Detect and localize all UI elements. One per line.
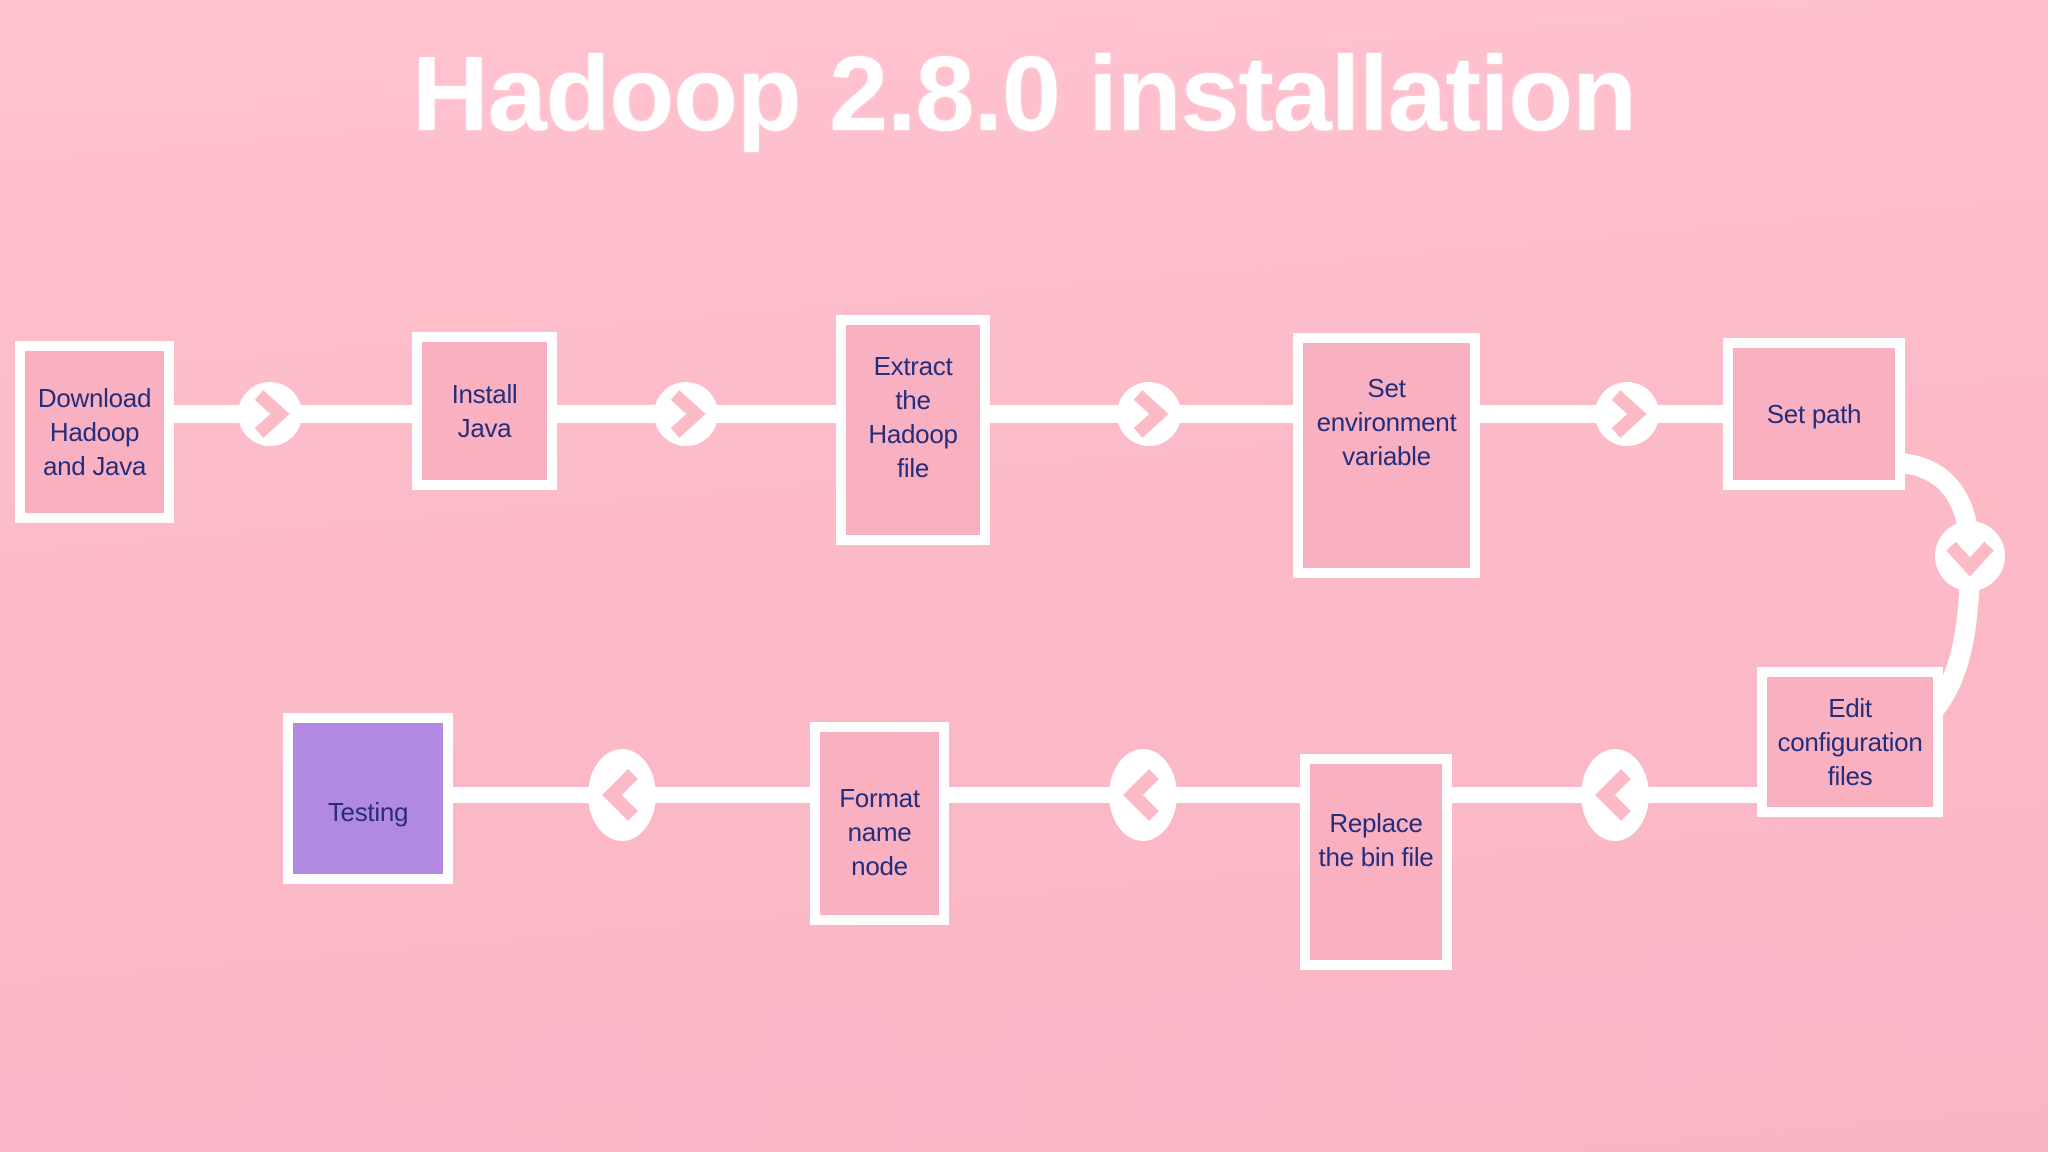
step-label: Testing <box>327 796 409 827</box>
arrow-down-icon <box>1935 521 2005 591</box>
step-box-extract-hadoop-file: Extract the Hadoop file <box>836 315 990 545</box>
arrow-left-icon <box>588 749 656 841</box>
step-box-testing: Testing <box>283 713 453 884</box>
arrow-left-icon <box>1109 749 1177 841</box>
arrow-right-icon <box>1117 382 1181 446</box>
step-box-set-environment-variable: Set environment variable <box>1293 333 1480 578</box>
step-label: Format name node <box>839 782 920 881</box>
step-label: Set path <box>1766 399 1862 429</box>
step-label: Install Java <box>451 379 518 443</box>
step-box-edit-configuration-files: Edit configuration files <box>1757 667 1943 817</box>
step-label: Set environment variable <box>1316 372 1457 471</box>
step-box-set-path: Set path <box>1723 338 1905 490</box>
arrow-right-icon <box>1595 382 1659 446</box>
step-box-format-name-node: Format name node <box>810 722 949 925</box>
step-label: Replace the bin file <box>1318 808 1434 872</box>
arrow-left-icon <box>1581 749 1649 841</box>
arrow-right-icon <box>238 382 302 446</box>
step-label: Extract the Hadoop file <box>868 351 958 483</box>
step-box-replace-bin-file: Replace the bin file <box>1300 754 1452 970</box>
step-box-install-java: Install Java <box>412 332 557 490</box>
step-label: Download Hadoop and Java <box>37 383 152 481</box>
step-label: Edit configuration files <box>1777 693 1923 791</box>
arrow-right-icon <box>654 382 718 446</box>
step-box-download-hadoop-and-java: Download Hadoop and Java <box>15 341 174 523</box>
page-title: Hadoop 2.8.0 installation <box>412 35 1637 153</box>
